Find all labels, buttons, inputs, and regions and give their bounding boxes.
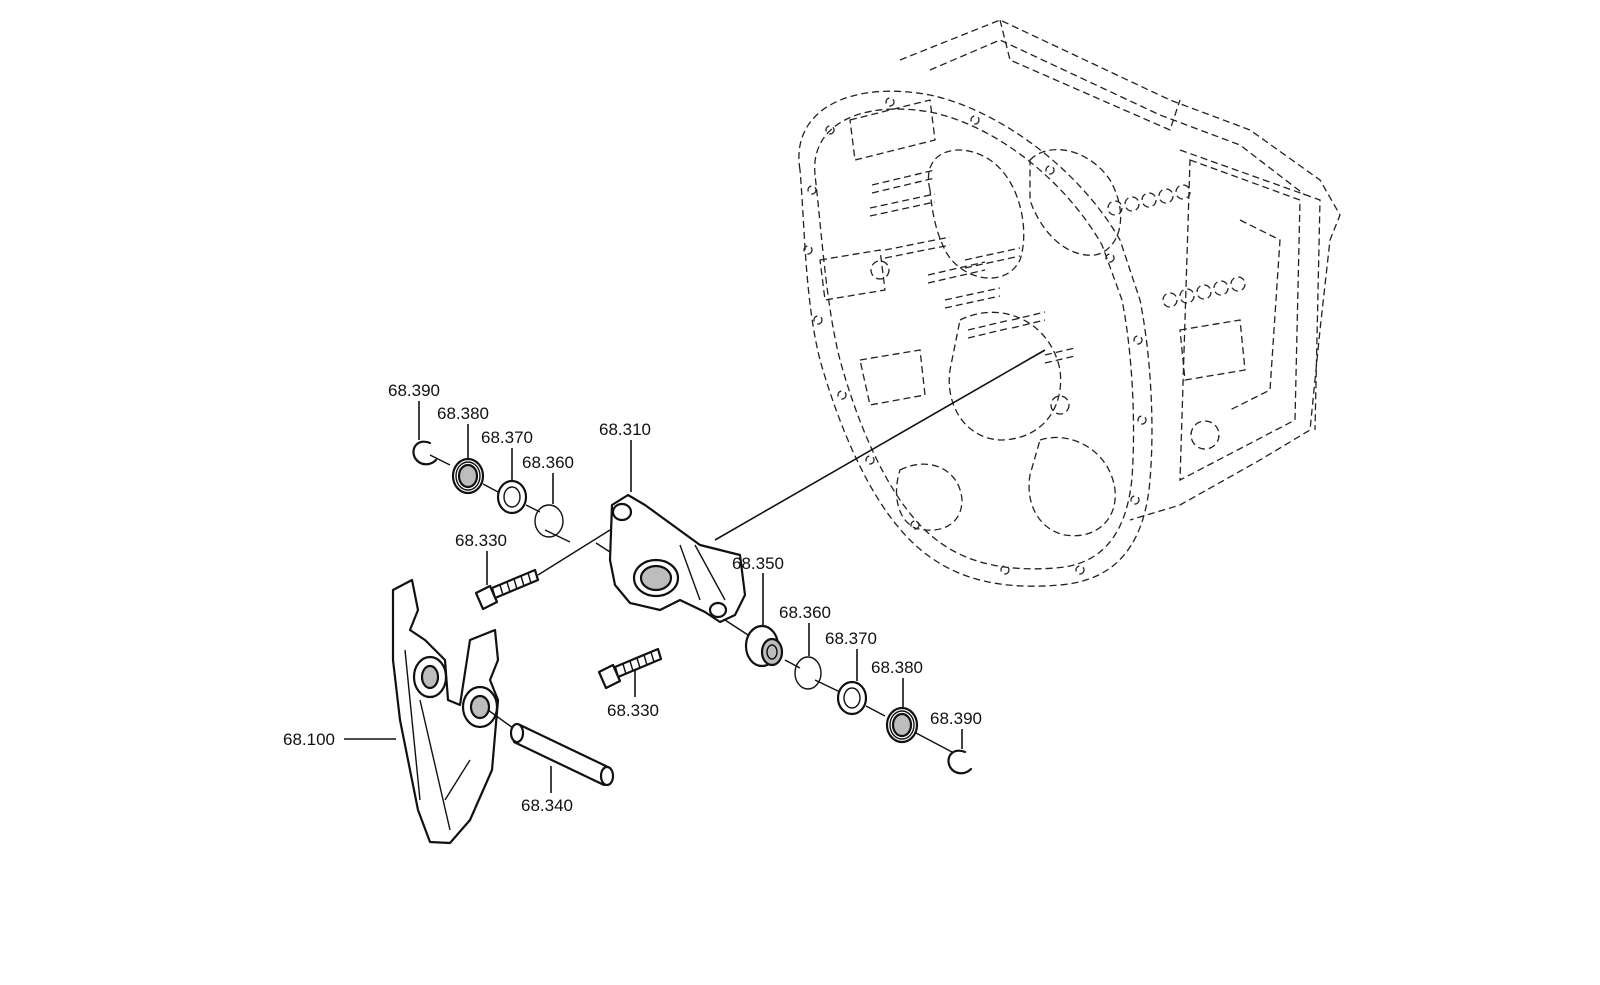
label-68-370-lower: 68.370 <box>825 629 877 648</box>
bearing-part <box>724 619 801 669</box>
label-68-350: 68.350 <box>732 554 784 573</box>
snap-ring-upper-part <box>534 504 571 543</box>
label-68-390-lower: 68.390 <box>930 709 982 728</box>
release-fork-part <box>391 578 500 845</box>
part-labels: 68.390 68.380 68.370 68.360 68.310 68.33… <box>283 381 982 815</box>
circlip-lower-part <box>947 749 973 775</box>
transmission-housing <box>798 19 1341 587</box>
washer-lower-part <box>836 680 886 717</box>
label-68-380-lower: 68.380 <box>871 658 923 677</box>
seal-upper-part <box>451 457 501 495</box>
leader-lines <box>344 401 963 793</box>
label-68-330-upper: 68.330 <box>455 531 507 550</box>
circlip-upper-part <box>412 440 451 466</box>
label-68-340: 68.340 <box>521 796 573 815</box>
bolt-lower-part <box>597 647 663 690</box>
bolt-upper-part <box>474 529 611 611</box>
label-68-330-lower: 68.330 <box>607 701 659 720</box>
label-68-390-upper: 68.390 <box>388 381 440 400</box>
label-68-100: 68.100 <box>283 730 335 749</box>
label-68-360-lower: 68.360 <box>779 603 831 622</box>
pivot-pin-part <box>487 709 615 787</box>
mounting-leader-line <box>714 349 1046 541</box>
label-68-310: 68.310 <box>599 420 651 439</box>
seal-lower-part <box>885 706 953 753</box>
snap-ring-lower-part <box>794 656 841 693</box>
bracket-part <box>595 493 747 624</box>
label-68-380-upper: 68.380 <box>437 404 489 423</box>
label-68-360-upper: 68.360 <box>522 453 574 472</box>
label-68-370-upper: 68.370 <box>481 428 533 447</box>
washer-upper-part <box>496 479 541 515</box>
